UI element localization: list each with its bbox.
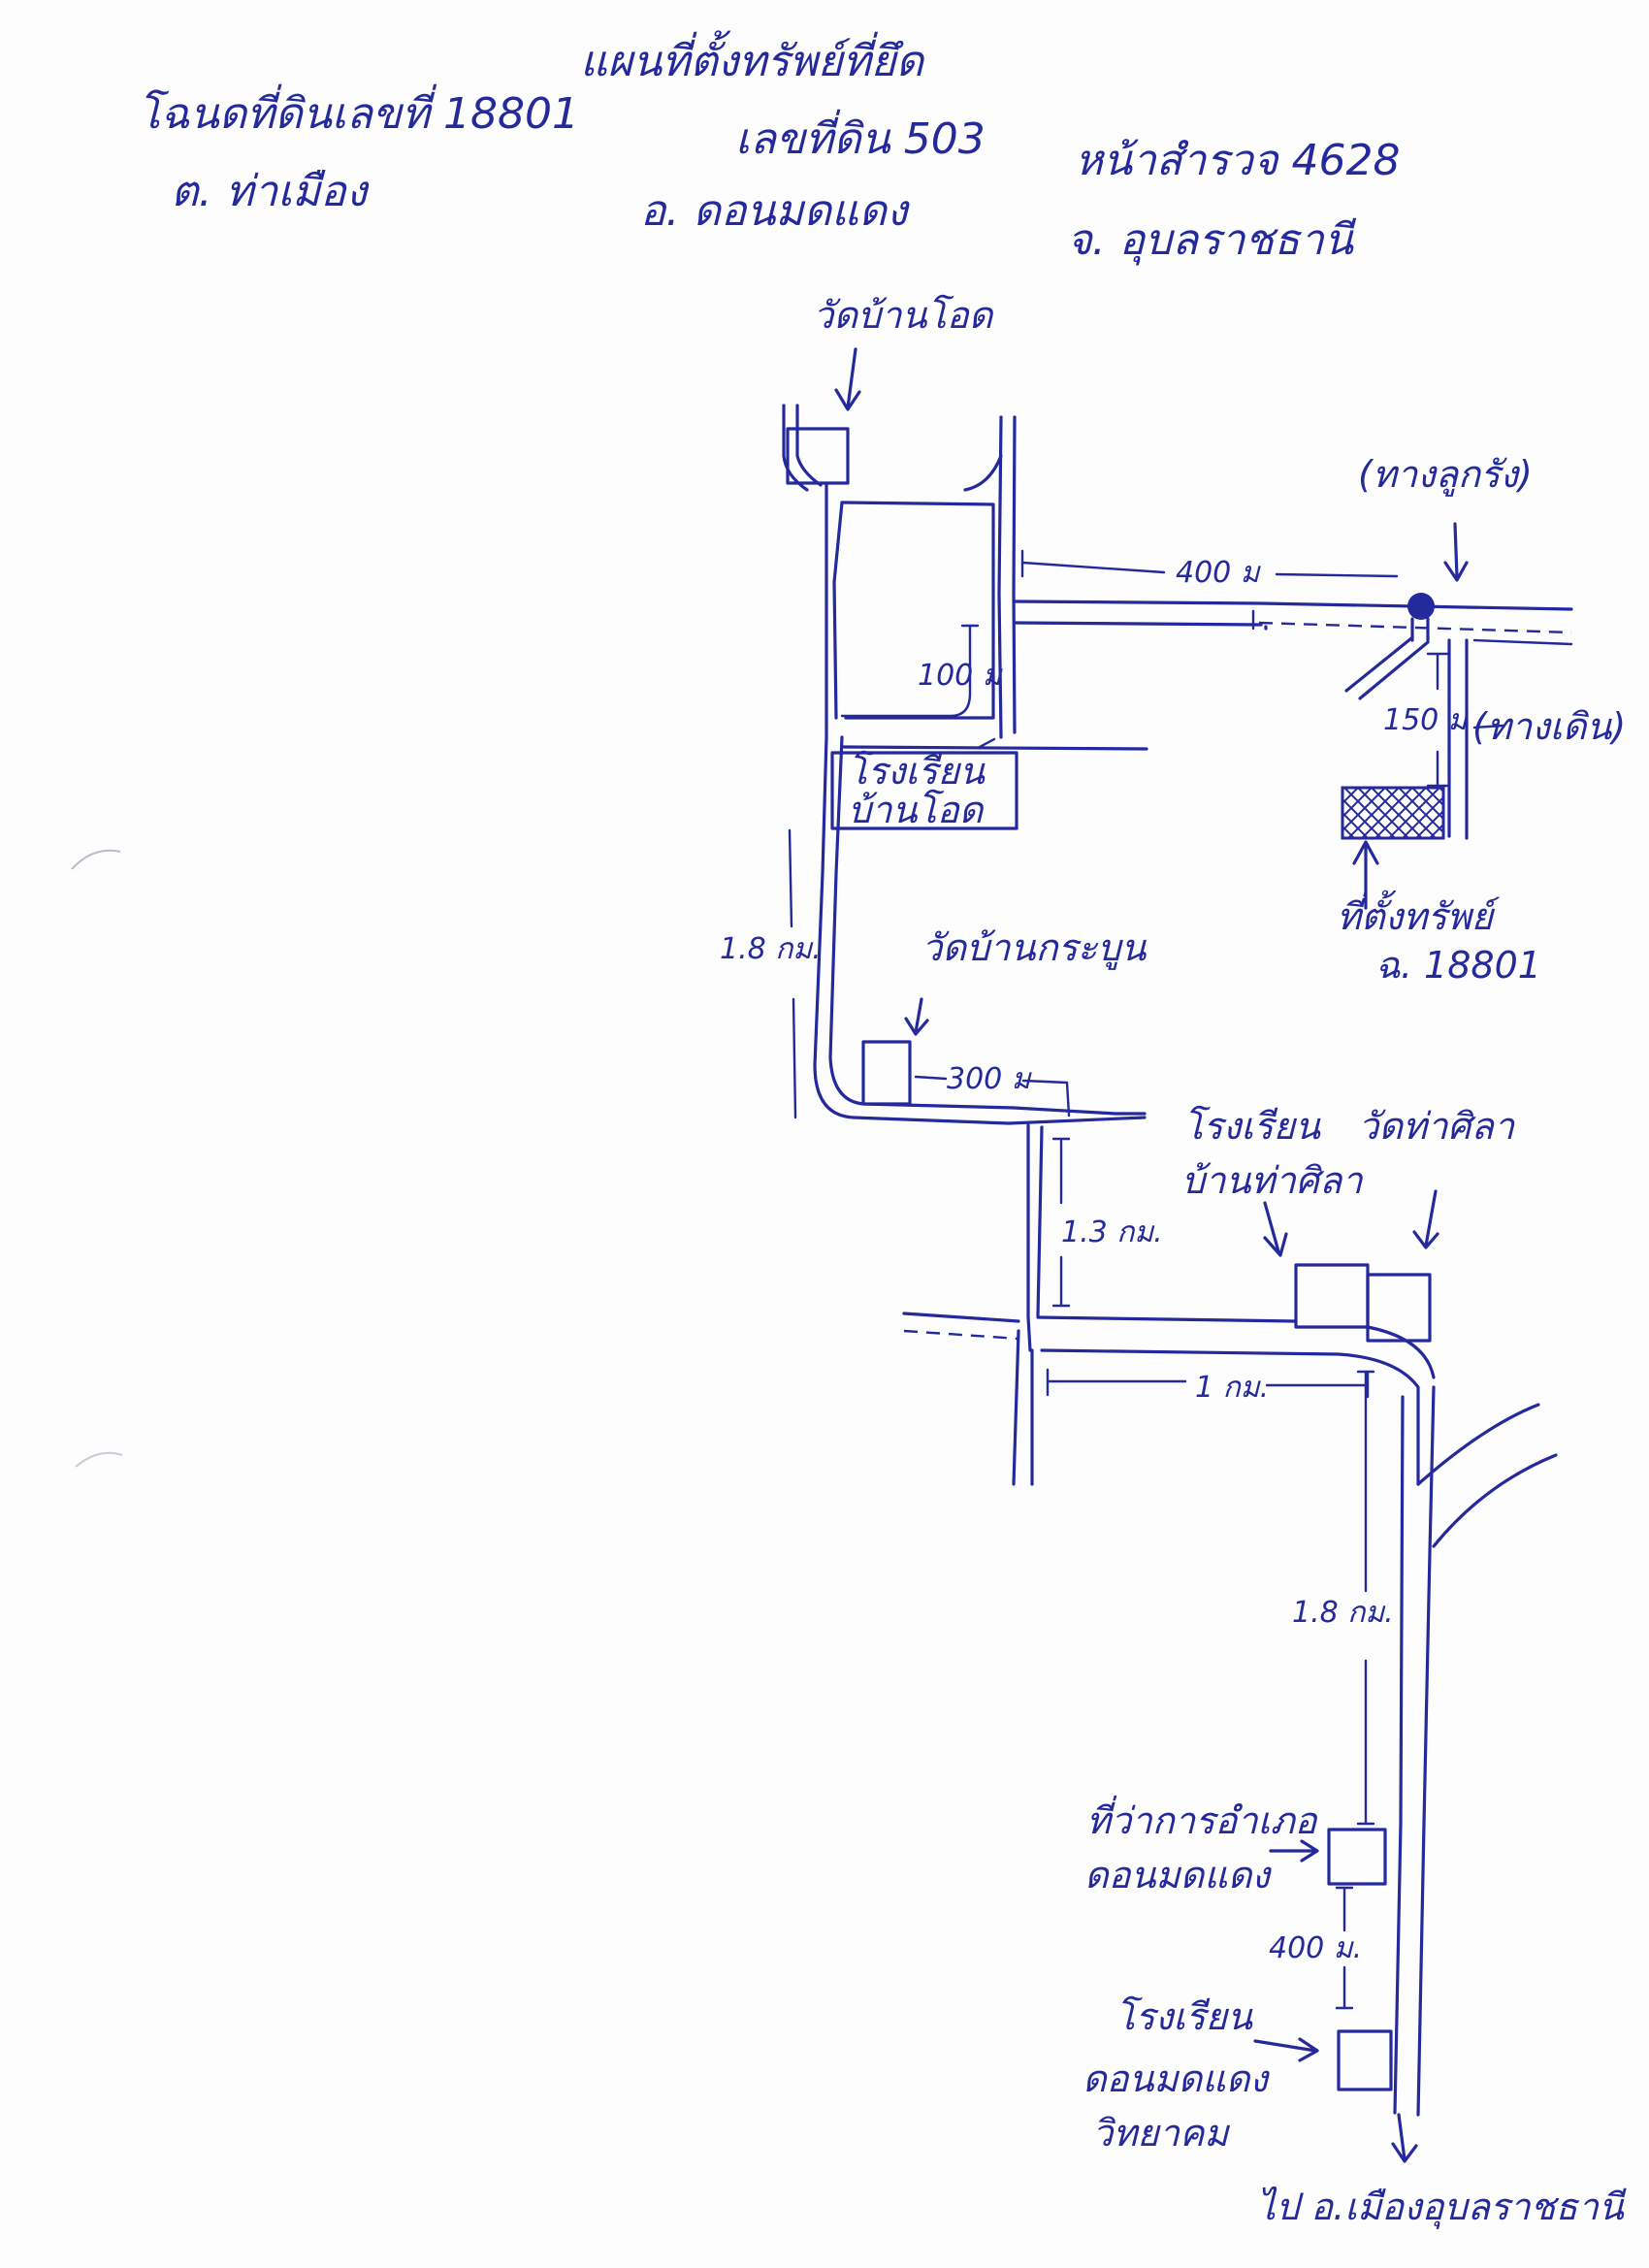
inner-block [840,501,995,720]
school-ban-ot-label-1: โรงเรียน [848,750,986,793]
district-office-label-1: ที่ว่าการอำเภอ [1086,1795,1319,1842]
school-don-mot-daeng-building [1337,2029,1393,2091]
scan-mark [71,849,121,870]
road-edge [1036,1315,1298,1323]
distance-150m: 150 ม [1383,703,1470,737]
wat-ban-ot-building [786,427,850,485]
school-road-edge [842,745,1148,751]
laterite-road-label: (ทางลูกรัง) [1358,453,1533,497]
property-label-2: ฉ. 18801 [1375,944,1541,987]
school-ban-tha-sila-label-1: โรงเรียน [1183,1105,1321,1148]
school-don-mot-daeng-label-3: วิทยาคม [1092,2112,1230,2155]
highway-east-edge [1416,1385,1436,2117]
road-edge [963,454,1003,492]
laterite-road-dashed [1258,621,1572,634]
wat-ban-kra-bun-arrow [904,997,929,1036]
dim-1-8km-left [788,828,797,1119]
land-number: เลขที่ดิน 503 [735,109,986,164]
province: จ. อุบลราชธานี [1067,215,1357,266]
side-lane [1344,636,1430,700]
property-arrow [1352,840,1379,910]
road-dashed [903,1329,1019,1341]
tree-marker-icon [1407,593,1435,620]
survey-page: หน้าสำรวจ 4628 [1075,136,1400,185]
distance-1-8km-right: 1.8 กม. [1292,1596,1394,1630]
scan-mark [75,1451,123,1468]
main-road-east-edge [828,735,1016,1110]
distance-1km: 1 กม. [1195,1371,1269,1405]
distance-400m-top: 400 ม [1176,556,1262,590]
road-edge [902,1312,1020,1323]
wat-ban-ot-arrow [834,347,861,411]
dim-150m [1426,652,1449,788]
school-don-mot-daeng-label-1: โรงเรียน [1116,1995,1253,2038]
dim-400m-top [1020,561,1399,578]
distance-400m-bottom: 400 ม. [1269,1931,1362,1965]
road-edge [795,404,823,487]
dim-1-3km [1051,1137,1071,1308]
arrow-tip [978,737,996,749]
road-edge [997,415,1003,739]
road-edge [1012,415,1017,734]
dim-1-8km-right [1356,1370,1375,1826]
wat-ban-kra-bun-building [861,1040,912,1106]
road-edge [1472,638,1573,646]
road-network-middle [902,1123,1436,1486]
branch-road-edge [1416,1403,1540,1486]
distance-300m: 300 ม [947,1062,1033,1096]
road-network-upper [782,404,1573,1125]
tree-trunk [1410,617,1430,642]
road-edge [1366,1325,1436,1379]
road-to-property-south-edge [1013,621,1263,627]
footpath-arrow [1472,724,1505,729]
road-edge [1012,1106,1147,1116]
district-office-arrow [1269,1839,1319,1863]
subdistrict: ต. ท่าเมือง [171,167,371,216]
highway-west-edge [1393,1395,1405,2115]
district-office-building [1327,1828,1387,1886]
wat-ban-ot-label: วัดบ้านโอด [813,294,995,337]
distance-1-3km: 1.3 กม. [1061,1215,1163,1249]
dim-1km [1046,1368,1370,1399]
deed-number: โฉนดที่ดินเลขที่ 18801 [138,83,579,139]
road-network-south [1393,1385,1558,2117]
map-title: แผนที่ตั้งทรัพย์ที่ยึด [580,30,925,86]
road-edge [1012,1329,1020,1486]
distance-1-8km-left: 1.8 กม. [720,932,822,966]
wat-ban-kra-bun-label: วัดบ้านกระบูน [922,926,1147,970]
inner-block [832,501,844,720]
road-edge [782,404,809,492]
main-road-west-edge [813,483,1011,1125]
road-edge [1007,1116,1147,1125]
wat-tha-sila-building [1366,1273,1432,1343]
road-edge [1026,1123,1032,1352]
branch-road-edge [1432,1453,1558,1548]
dim-300m [914,1075,1071,1118]
to-ubon-arrow-icon [1391,2113,1418,2163]
district: อ. ดอนมดแดง [640,186,911,236]
school-don-mot-daeng-arrow [1253,2037,1319,2062]
school-ban-tha-sila-label-2: บ้านท่าศิลา [1181,1159,1364,1202]
district-office-label-2: ดอนมดแดง [1084,1854,1272,1896]
to-ubon-label: ไป อ.เมืองอุบลราชธานี [1257,2186,1627,2229]
property-parcel [1341,786,1445,840]
road-edge [1036,1125,1044,1317]
property-label-1: ที่ตั้งทรัพย์ [1337,890,1501,938]
school-ban-ot-building [830,751,1018,830]
distance-100m: 100 ม [918,659,1004,693]
dim-400m-bottom [1335,1886,1354,2010]
road-to-property-north-edge [1013,599,1573,611]
wat-tha-sila-arrow [1412,1189,1439,1249]
school-ban-tha-sila-building [1294,1263,1370,1329]
school-ban-ot-label-2: บ้านโอด [848,789,986,831]
wat-tha-sila-label: วัดท่าศิลา [1358,1105,1516,1148]
road-edge [1040,1348,1420,1486]
dim-100m [840,624,972,718]
school-ban-tha-sila-arrow [1263,1201,1288,1257]
laterite-road-arrow [1443,522,1469,582]
school-don-mot-daeng-label-2: ดอนมดแดง [1083,2057,1270,2100]
